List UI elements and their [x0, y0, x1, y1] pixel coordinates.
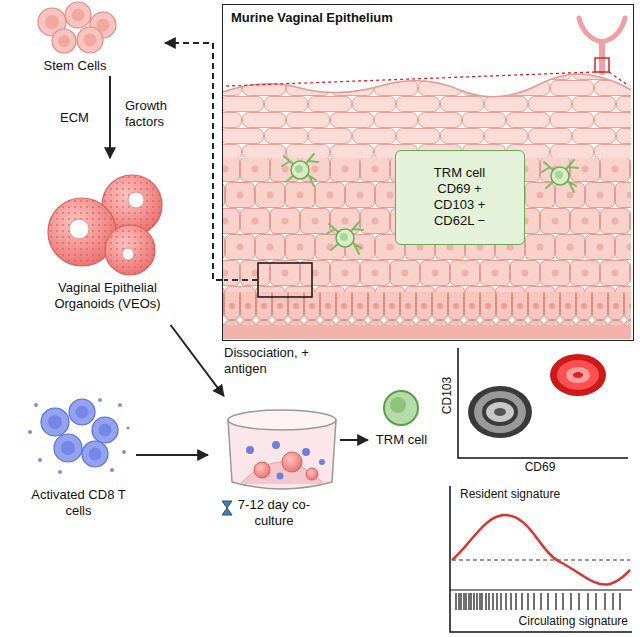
tissue-panel: Murine Vaginal EpitheliumTRM cell CD69 +… [222, 4, 634, 341]
node-text: Murine Vaginal Epithelium [231, 10, 531, 26]
hourglass-icon [222, 501, 232, 515]
trm-phenotype-box: TRM cell CD69 + CD103 + CD62L − [395, 150, 525, 245]
flow-plot-node: CD103CD69 [432, 344, 632, 480]
node-text: Vaginal Epithelial Organoids (VEOs) [40, 280, 175, 312]
node-text: Activated CD8 T cells [22, 487, 135, 519]
trm-cell [327, 222, 363, 254]
edge-label: Dissociation, + antigen [222, 345, 314, 377]
t-cells [28, 398, 130, 474]
co-culture-node: 7-12 day co-culture [208, 396, 340, 530]
node-text: TRM cell [368, 432, 435, 448]
arrow-connector [340, 439, 368, 441]
ecm-label: ECM [60, 110, 100, 126]
tissue [223, 76, 631, 339]
arrow-connector [109, 76, 111, 158]
arrow-connector [165, 43, 222, 280]
node-text: CD69 [490, 460, 590, 475]
tissue-surface [223, 74, 631, 96]
arrow-connector [136, 454, 208, 456]
node-text: Circulating signature [440, 614, 628, 629]
signature-plot-node: Resident signatureCirculating signature [440, 484, 634, 634]
arrow-connector [171, 325, 224, 396]
stem-cells [38, 2, 116, 53]
stem-cells-node: Stem Cells [25, 2, 165, 76]
dashed-lead [224, 279, 258, 281]
trm-cell-node: TRM cell [368, 388, 436, 462]
node-text: TRM cell CD69 + CD103 + CD62L − [424, 165, 496, 229]
culture-dish [228, 410, 336, 489]
trm-cell [282, 154, 318, 186]
t-cells-node: Activated CD8 T cells [22, 392, 136, 525]
organoid-node: Vaginal Epithelial Organoids (VEOs) [40, 158, 176, 325]
enrichment-plot [450, 486, 632, 632]
node-text: CD103 [440, 376, 455, 413]
node-text: Stem Cells [25, 58, 125, 74]
trm-output-cell [384, 391, 418, 425]
uterus-icon [226, 18, 629, 86]
flow-plot [458, 348, 628, 458]
organoids [48, 175, 162, 275]
node-text: Resident signature [460, 487, 620, 502]
growth-factors-label: Growth factors [125, 98, 187, 130]
node-text: 7-12 day co-culture [236, 497, 312, 529]
trm-cell [542, 160, 578, 192]
zoom-square [258, 263, 312, 297]
